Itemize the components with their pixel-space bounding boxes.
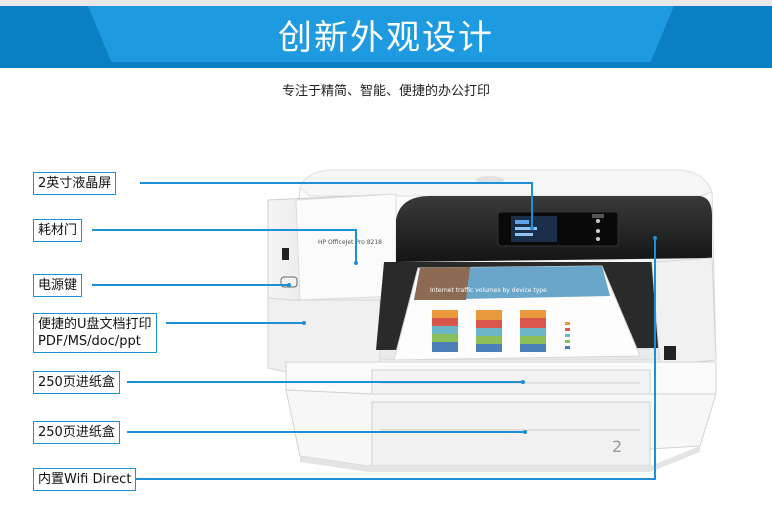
lcd-leader-h <box>140 182 532 184</box>
wifi-leader-v <box>654 238 656 480</box>
callout-consumables-door: 耗材门 <box>33 219 83 242</box>
wifi-leader-h <box>136 478 656 480</box>
callout-tray-1: 250页进纸盒 <box>33 371 120 394</box>
paper-headline: Internet traffic volumes by device type <box>430 287 547 294</box>
page-subtitle: 专注于精简、智能、便捷的办公打印 <box>281 84 490 99</box>
usb-leader-h <box>166 322 304 324</box>
tray2-leader-dot <box>523 430 527 434</box>
lcd-leader-dot <box>530 226 534 230</box>
tray2-leader-h <box>127 431 525 433</box>
power-leader-h <box>92 284 288 286</box>
paper-bar-charts <box>432 310 570 352</box>
tray1-leader-dot <box>521 380 525 384</box>
printer-brand-label: HP OfficeJet Pro 8218 <box>318 239 382 246</box>
callout-usb-printing: 便捷的U盘文档打印 PDF/MS/doc/ppt <box>33 313 157 353</box>
callout-wifi-direct: 内置Wifi Direct <box>33 468 137 491</box>
wifi-leader-dot <box>653 236 657 240</box>
tray1-leader-h <box>127 381 523 383</box>
usb-leader-dot <box>302 321 306 325</box>
door-leader-h <box>92 229 356 231</box>
callout-lcd: 2英寸液晶屏 <box>33 172 117 195</box>
lcd-leader-v <box>531 182 533 228</box>
callout-power-button: 电源键 <box>33 274 83 297</box>
door-leader-dot <box>354 261 358 265</box>
callout-usb-line1: 便捷的U盘文档打印 <box>38 317 152 332</box>
page-title: 创新外观设计 <box>278 18 494 58</box>
door-leader-v <box>355 229 357 263</box>
power-leader-dot <box>287 283 291 287</box>
header-top-strip <box>0 0 772 6</box>
header-title-tab <box>88 6 674 62</box>
callout-usb-line2: PDF/MS/doc/ppt <box>38 334 141 349</box>
tray-number: 2 <box>612 437 622 456</box>
callout-tray-2: 250页进纸盒 <box>33 421 120 444</box>
